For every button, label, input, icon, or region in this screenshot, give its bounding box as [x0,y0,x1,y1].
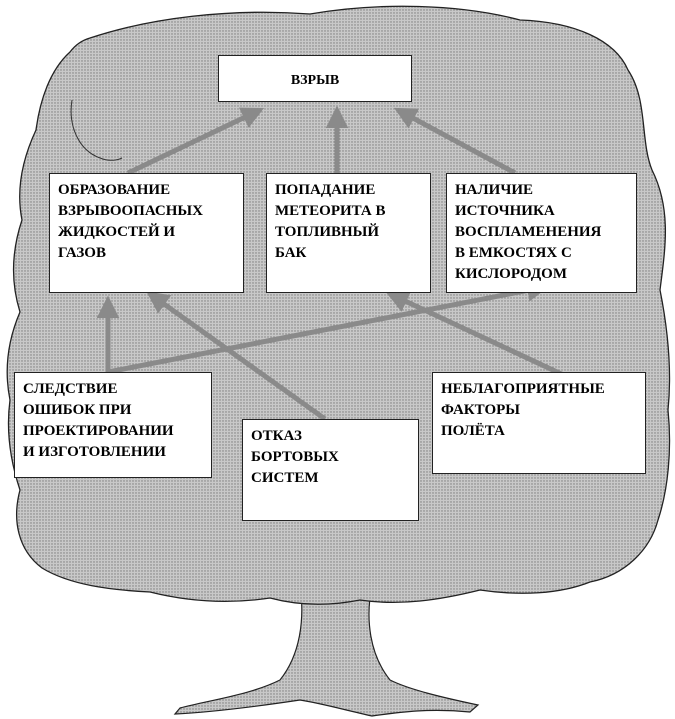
node-ignition-source: НАЛИЧИЕ ИСТОЧНИКА ВОСПЛАМЕНЕНИЯ В ЕМКОСТ… [446,173,637,293]
arrow-ignition-to-root [394,107,517,176]
arrow-flight_factors-to-meteorite [385,291,572,381]
arrow-onboard_failure-to-formation [146,291,327,422]
node-design-errors: СЛЕДСТВИЕ ОШИБОК ПРИ ПРОЕКТИРОВАНИИ И ИЗ… [14,372,212,478]
node-explosion: ВЗРЫВ [218,55,412,102]
arrow-formation-to-root [126,107,265,176]
node-explosive-substances-formation: ОБРАЗОВАНИЕ ВЗРЫВООПАСНЫХ ЖИДКОСТЕЙ И ГА… [49,173,244,293]
diagram-arrows [96,105,572,422]
node-meteorite-hit: ПОПАДАНИЕ МЕТЕОРИТА В ТОПЛИВНЫЙ БАК [266,173,431,293]
tree-trunk [173,584,480,717]
node-adverse-flight-factors: НЕБЛАГОПРИЯТНЫЕ ФАКТОРЫ ПОЛЁТА [432,372,646,474]
canopy-curl [70,99,123,161]
arrow-design_errors-to-ignition [107,279,550,375]
node-onboard-systems-failure: ОТКАЗ БОРТОВЫХ СИСТЕМ [242,419,419,521]
